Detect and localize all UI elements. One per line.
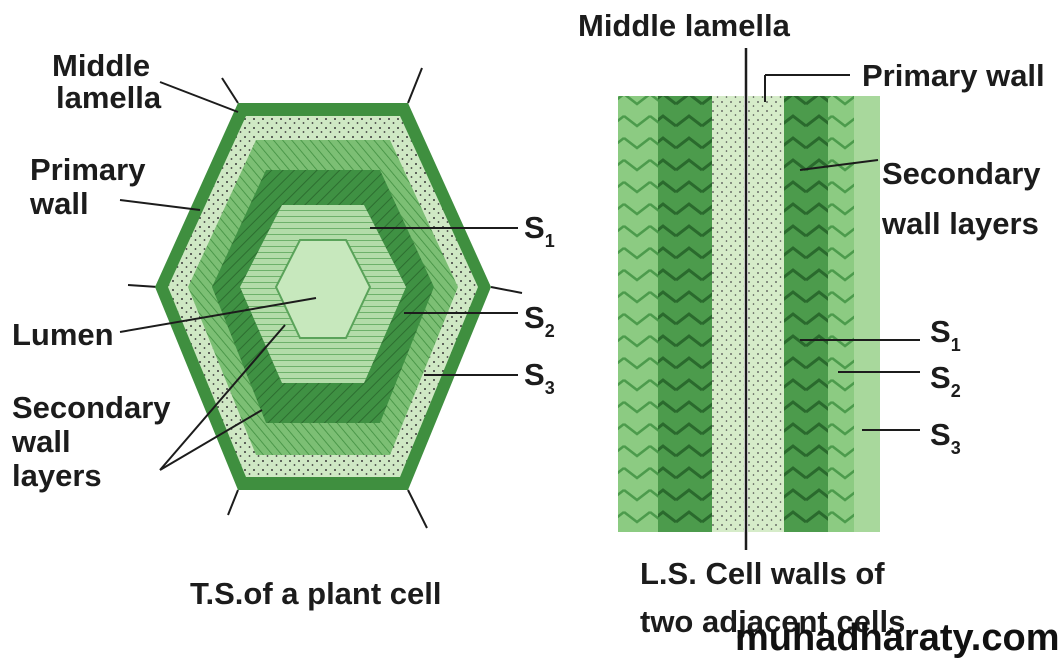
ls-label-secondary-2: wall layers bbox=[881, 206, 1039, 241]
ts-spoke bbox=[408, 490, 427, 528]
svg-text:Middle lamella: Middle lamella bbox=[578, 8, 791, 43]
ls-right-dark-band bbox=[784, 96, 828, 532]
ts-s3-letter: S bbox=[524, 357, 545, 392]
svg-text:wall: wall bbox=[29, 186, 89, 221]
ts-s1-sub: 1 bbox=[545, 231, 555, 251]
ts-label-secondary-2: wall bbox=[11, 424, 71, 459]
ts-spoke bbox=[228, 490, 238, 515]
svg-text:Primary wall: Primary wall bbox=[862, 58, 1045, 93]
svg-text:wall: wall bbox=[11, 424, 71, 459]
ts-spoke bbox=[408, 68, 422, 103]
ls-left-dark-band bbox=[658, 96, 712, 532]
ts-diagram: Middle lamella Primary wall Lumen Second… bbox=[11, 48, 555, 611]
ls-label-s1: S1 bbox=[930, 314, 961, 355]
ls-s1-letter: S bbox=[930, 314, 951, 349]
ts-label-s1: S1 bbox=[524, 210, 555, 251]
svg-text:Lumen: Lumen bbox=[12, 317, 114, 352]
ts-label-lumen: Lumen bbox=[12, 317, 114, 352]
ts-caption: T.S.of a plant cell bbox=[190, 576, 442, 611]
svg-text:lamella: lamella bbox=[56, 80, 162, 115]
ls-right-primary-wall bbox=[748, 96, 784, 532]
ls-s3-sub: 3 bbox=[951, 438, 961, 458]
ts-label-middle-lamella-1: Middle bbox=[52, 48, 150, 83]
ts-label-s3: S3 bbox=[524, 357, 555, 398]
ts-spoke bbox=[222, 78, 238, 103]
ls-label-s2: S2 bbox=[930, 360, 961, 401]
svg-text:Secondary: Secondary bbox=[882, 156, 1041, 191]
ls-diagram: Middle lamella Primary wall Secondary wa… bbox=[578, 8, 1045, 639]
ls-label-s3: S3 bbox=[930, 417, 961, 458]
ls-s1-sub: 1 bbox=[951, 335, 961, 355]
ts-label-s2: S2 bbox=[524, 300, 555, 341]
ts-s2-letter: S bbox=[524, 300, 545, 335]
svg-text:muhadharaty.com: muhadharaty.com bbox=[735, 617, 1059, 659]
ts-s3-sub: 3 bbox=[545, 378, 555, 398]
watermark-text: muhadharaty.com bbox=[735, 617, 1059, 659]
ts-label-primary-wall-2: wall bbox=[29, 186, 89, 221]
ls-label-middle-lamella: Middle lamella bbox=[578, 8, 791, 43]
svg-text:wall layers: wall layers bbox=[881, 206, 1039, 241]
svg-text:L.S. Cell walls of: L.S. Cell walls of bbox=[640, 556, 885, 591]
ts-label-primary-wall-1: Primary bbox=[30, 152, 146, 187]
svg-text:T.S.of a plant cell: T.S.of a plant cell bbox=[190, 576, 442, 611]
svg-text:layers: layers bbox=[12, 458, 102, 493]
ts-label-secondary-3: layers bbox=[12, 458, 102, 493]
ts-s1-letter: S bbox=[524, 210, 545, 245]
svg-text:Primary: Primary bbox=[30, 152, 146, 187]
ls-label-primary-wall: Primary wall bbox=[862, 58, 1045, 93]
ls-left-outer-band bbox=[618, 96, 658, 532]
ts-spoke bbox=[491, 287, 522, 293]
ls-s3-letter: S bbox=[930, 417, 951, 452]
ts-spoke bbox=[128, 285, 158, 287]
ls-left-primary-wall bbox=[712, 96, 744, 532]
ts-leader-primary-wall bbox=[120, 200, 200, 210]
ls-caption-1: L.S. Cell walls of bbox=[640, 556, 885, 591]
ts-s2-sub: 2 bbox=[545, 321, 555, 341]
ls-right-mid-band bbox=[828, 96, 854, 532]
ts-label-secondary-1: Secondary bbox=[12, 390, 171, 425]
ls-label-secondary-1: Secondary bbox=[882, 156, 1041, 191]
ls-s2-sub: 2 bbox=[951, 381, 961, 401]
svg-text:Secondary: Secondary bbox=[12, 390, 171, 425]
svg-text:Middle: Middle bbox=[52, 48, 150, 83]
ls-s2-letter: S bbox=[930, 360, 951, 395]
ts-label-middle-lamella-2: lamella bbox=[56, 80, 162, 115]
